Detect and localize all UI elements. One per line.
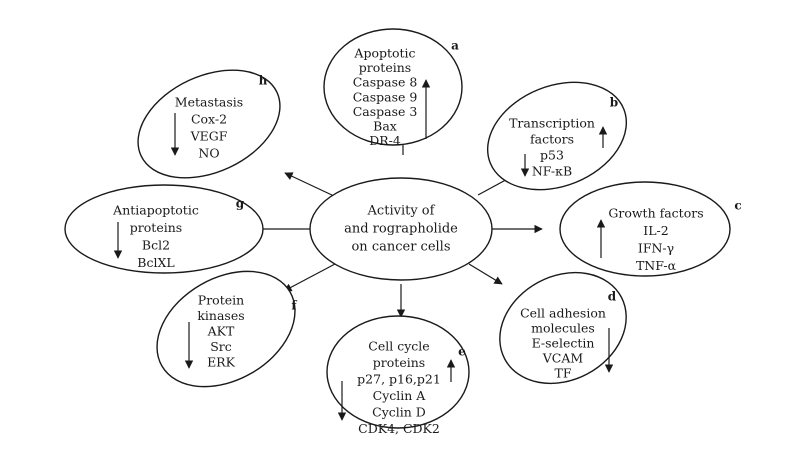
node-text-line: E-selectin xyxy=(532,336,595,351)
node-letter-label: g xyxy=(236,197,245,211)
node-text-line: DR-4 xyxy=(369,133,401,148)
node-letter-label: h xyxy=(259,74,268,88)
node-text-line: Caspase 9 xyxy=(353,89,418,104)
node-ellipse-d xyxy=(499,271,627,385)
node-text-line: BclXL xyxy=(137,255,174,270)
node-text-line: Caspase 3 xyxy=(353,104,418,119)
node-text-line: Cyclin D xyxy=(372,405,426,420)
node-text-line: NF-κB xyxy=(532,164,572,179)
node-letter-label: d xyxy=(608,290,617,304)
node-text-line: p53 xyxy=(540,148,564,163)
node-text-line: proteins xyxy=(359,60,411,75)
node-text-line: Cyclin A xyxy=(373,388,427,403)
node-letter-label: b xyxy=(610,96,618,110)
node-text-line: Cell adhesion xyxy=(520,306,606,321)
node-letter-label: f xyxy=(291,299,297,313)
node-text-line: Transcription xyxy=(509,116,595,131)
node-text-line: molecules xyxy=(531,321,595,336)
hub-node: Activity of and rographolide on cancer cel… xyxy=(309,177,493,281)
node-ellipse-f xyxy=(156,270,296,388)
node-text-line: kinases xyxy=(197,308,244,323)
node-letter-label: c xyxy=(734,199,741,213)
node-text-line: VEGF xyxy=(190,129,228,144)
hub-ellipse xyxy=(309,177,493,281)
node-text-line: Bax xyxy=(373,119,397,134)
node-text-line: VCAM xyxy=(542,351,584,366)
node-letter-label: a xyxy=(451,39,459,53)
node-ellipse-a xyxy=(323,28,463,146)
node-text-line: proteins xyxy=(373,355,425,370)
node-text-line: Cell cycle xyxy=(368,339,429,354)
node-ellipse-b xyxy=(486,81,628,191)
hub-text-line: on cancer cells xyxy=(351,240,450,255)
node-ellipse-e xyxy=(326,315,470,429)
hub-text-line: Activity of xyxy=(367,204,436,219)
node-text-line: Growth factors xyxy=(608,206,703,221)
node-text-line: Src xyxy=(210,339,232,354)
node-text-line: TNF-α xyxy=(636,258,677,273)
connector-arrow-f xyxy=(283,263,336,292)
node-letter-label: e xyxy=(458,345,466,359)
node-text-line: p27, p16,p21 xyxy=(357,372,441,387)
node-ellipse-c xyxy=(559,181,731,277)
node-text-line: Metastasis xyxy=(175,95,243,110)
node-text-line: IFN-γ xyxy=(638,241,674,256)
node-text-line: NO xyxy=(198,146,219,161)
node-text-line: Apoptotic xyxy=(353,46,415,61)
connector-arrow-h xyxy=(284,172,335,197)
node-text-line: IL-2 xyxy=(643,223,668,238)
node-text-line: TF xyxy=(554,366,571,381)
node-text-line: Cox-2 xyxy=(191,112,227,127)
node-text-line: factors xyxy=(530,132,574,147)
node-text-line: ERK xyxy=(207,355,236,370)
connector-arrow-d xyxy=(468,263,503,285)
node-text-line: CDK4, CDK2 xyxy=(358,421,440,436)
node-text-line: proteins xyxy=(130,220,182,235)
node-text-line: Antiapoptotic xyxy=(112,203,199,218)
hub-text-line: and rographolide xyxy=(344,222,458,237)
node-text-line: Protein xyxy=(198,293,244,308)
node-text-line: Bcl2 xyxy=(142,238,170,253)
node-text-line: Caspase 8 xyxy=(353,75,418,90)
node-text-line: AKT xyxy=(207,324,235,339)
